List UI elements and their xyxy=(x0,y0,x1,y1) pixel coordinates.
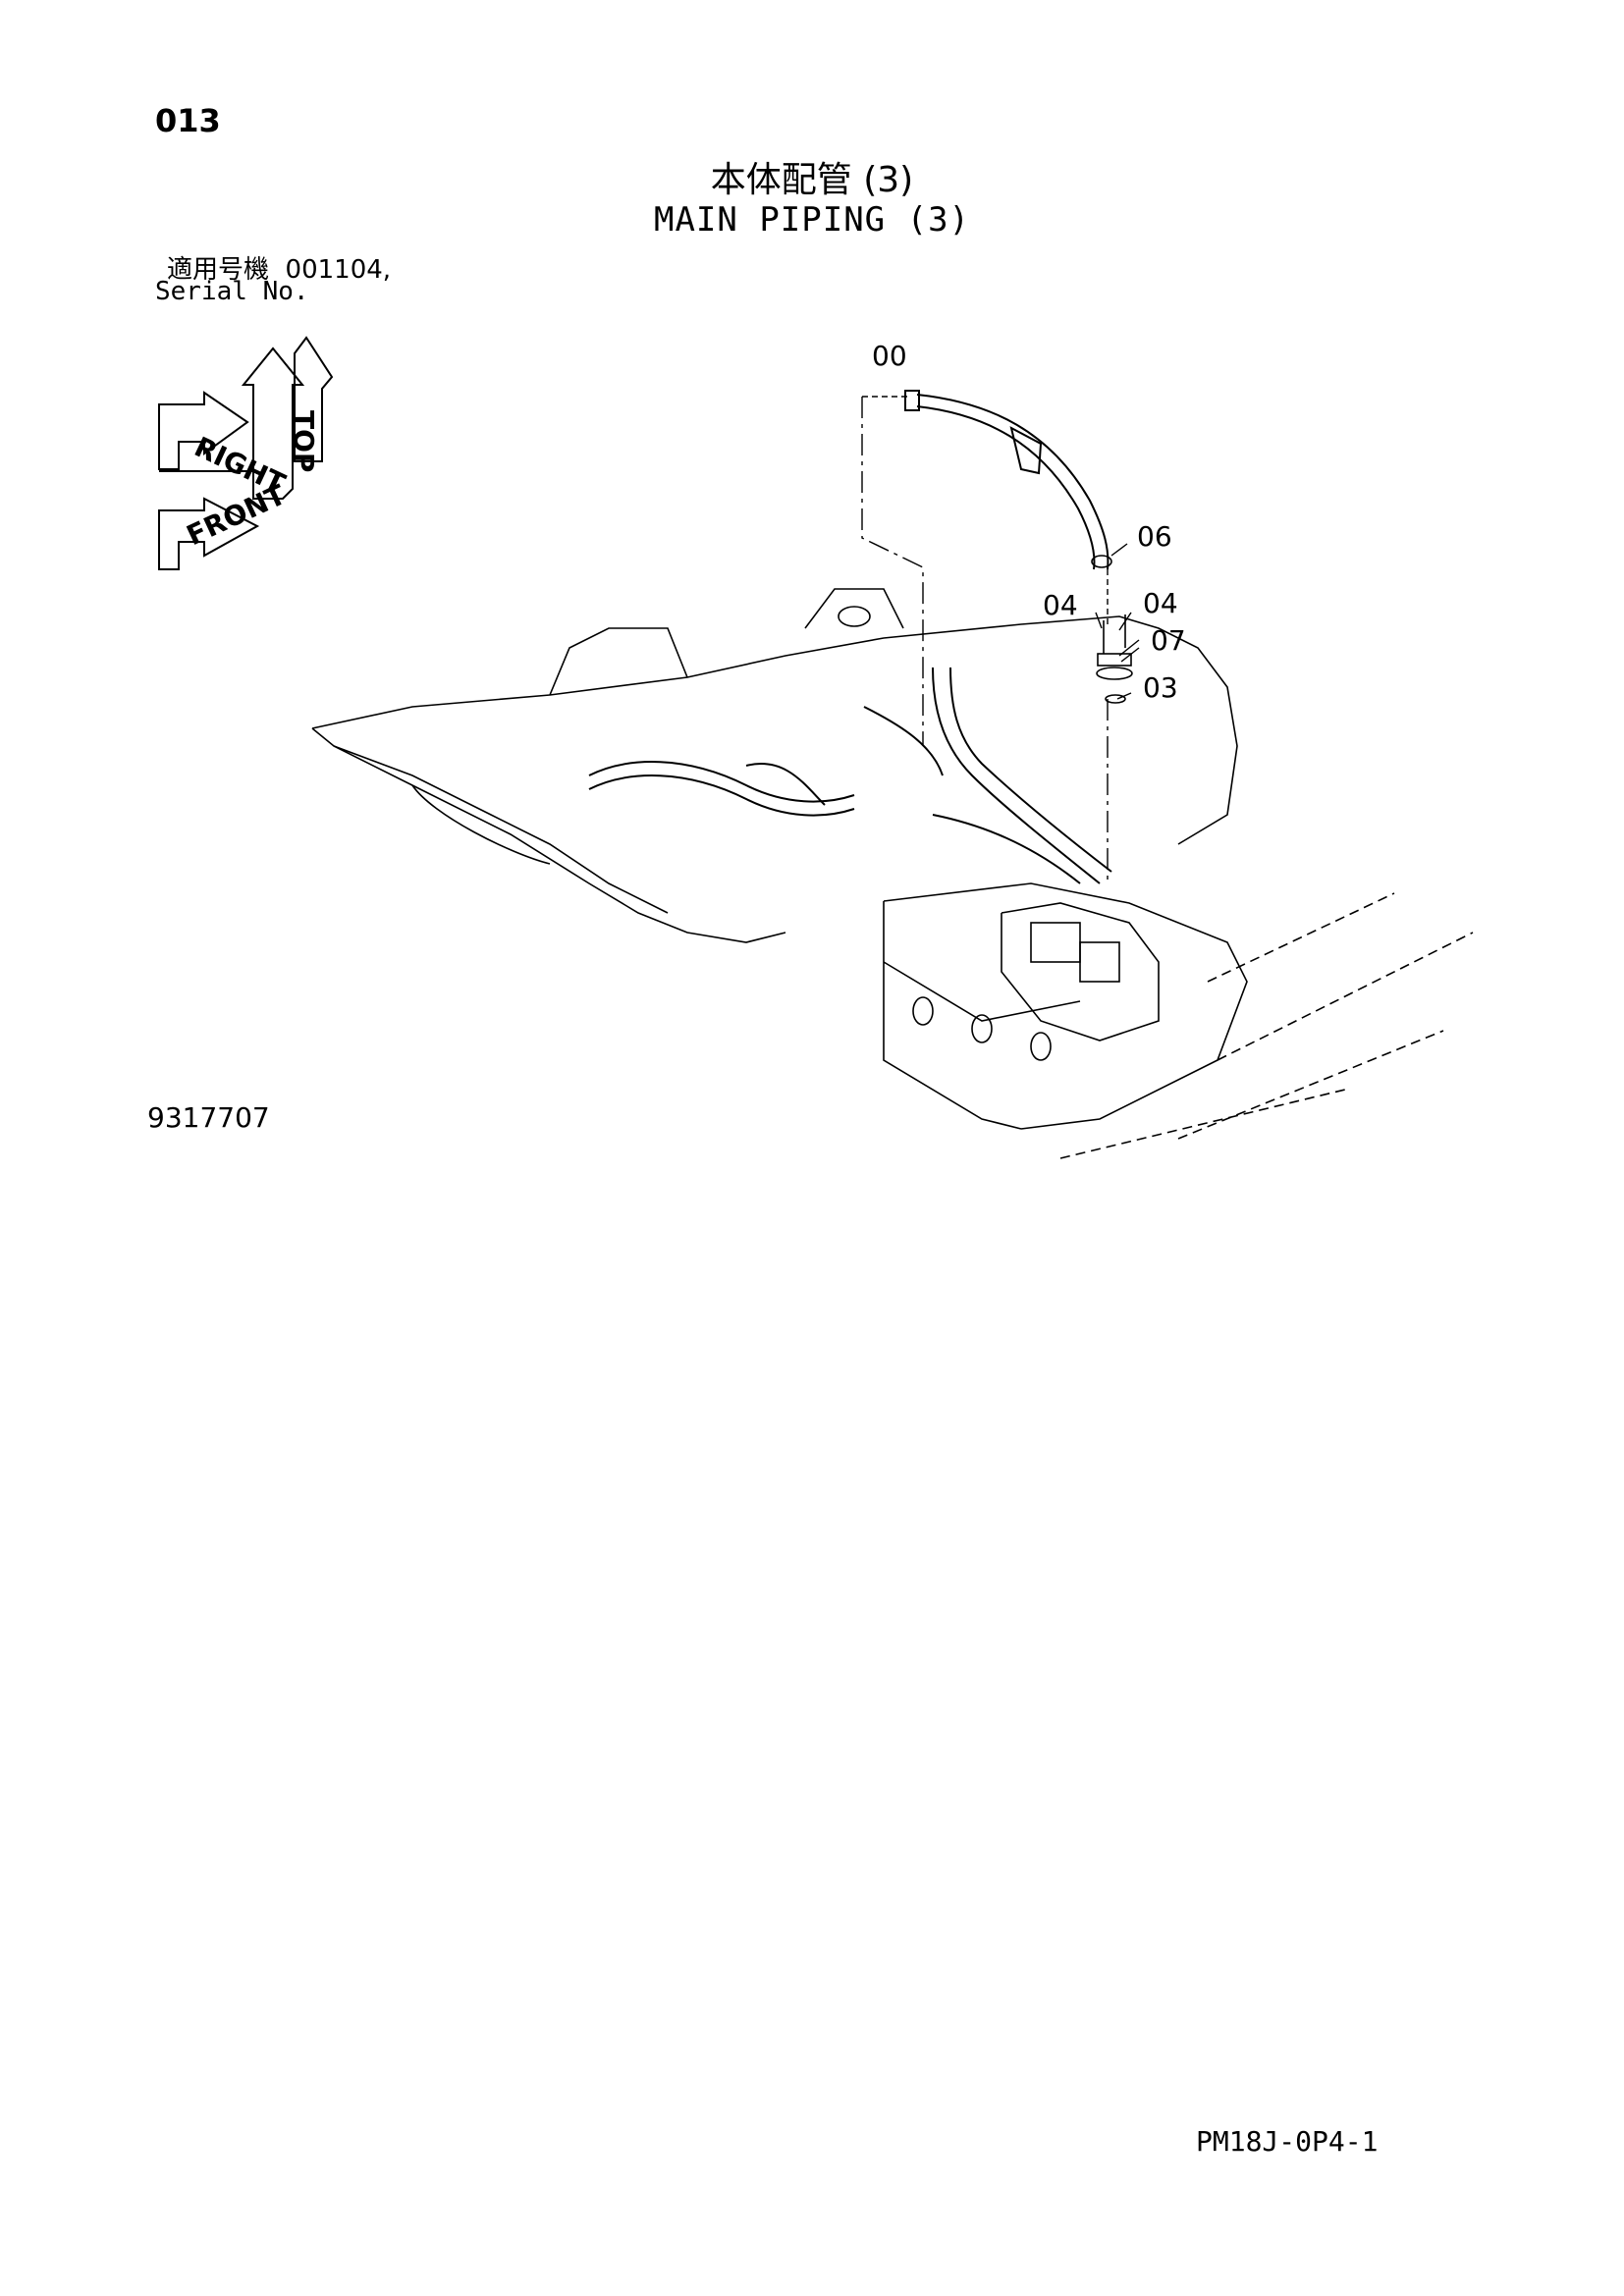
document-code: PM18J-0P4-1 xyxy=(1196,2125,1379,2158)
serial-line-japanese: 適用号機 001104, xyxy=(167,249,391,286)
serial-label-english: Serial No. xyxy=(155,277,309,306)
page-title-english: MAIN PIPING (3) xyxy=(653,200,971,240)
callout-03: 03 xyxy=(1143,671,1178,704)
page-title-japanese: 本体配管 (3) xyxy=(710,160,914,200)
callout-06: 06 xyxy=(1137,520,1172,553)
hoses xyxy=(588,390,1112,884)
parts-diagram: TOP RIGHT FRONT xyxy=(158,336,1474,1159)
fittings xyxy=(1091,555,1133,704)
callout-00: 00 xyxy=(872,340,907,372)
callout-04-left: 04 xyxy=(1043,589,1078,621)
drawing-number: 9317707 xyxy=(147,1101,270,1134)
page-number: 013 xyxy=(155,102,221,139)
serial-value: 001104, xyxy=(285,255,392,285)
direction-top-label: TOP xyxy=(288,410,320,472)
machine-frame xyxy=(311,588,1474,1159)
callout-07: 07 xyxy=(1151,624,1186,657)
serial-label-jp: 適用号機 xyxy=(167,255,270,285)
direction-indicator: TOP RIGHT FRONT xyxy=(158,336,334,570)
callout-04-right: 04 xyxy=(1143,587,1178,619)
direction-front-label: FRONT xyxy=(182,478,291,552)
leader-lines xyxy=(861,396,1140,883)
